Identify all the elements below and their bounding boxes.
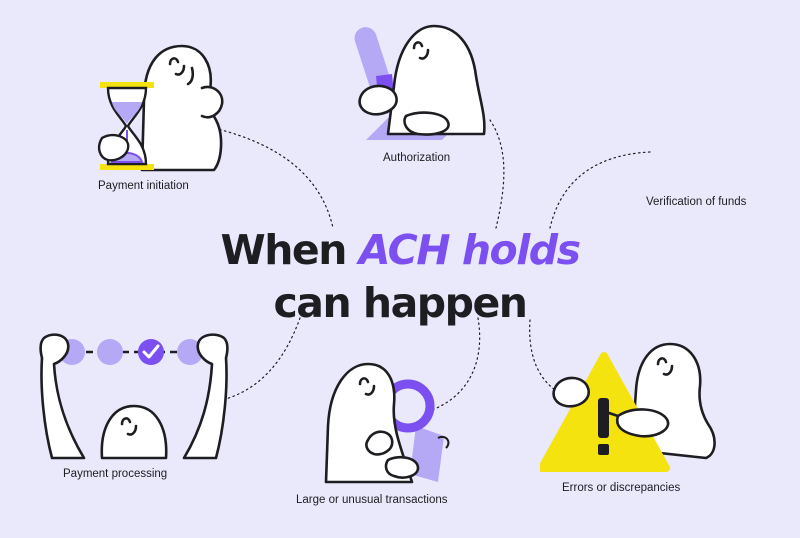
headline-line-1: When ACH holds: [0, 226, 800, 274]
label-payment-initiation: Payment initiation: [98, 180, 189, 192]
headline-accent: ACH holds: [358, 226, 581, 274]
signing-illustration: [354, 24, 486, 140]
connector-errors: [529, 319, 556, 391]
headline-line-2: can happen: [273, 279, 528, 327]
label-authorization: Authorization: [383, 152, 451, 164]
label-payment-processing: Payment processing: [63, 468, 168, 480]
hourglass-illustration: [97, 44, 224, 172]
label-errors-discrepancies: Errors or discrepancies: [562, 482, 681, 494]
label-large-unusual-transactions: Large or unusual transactions: [296, 494, 448, 506]
connector-initiation: [204, 125, 334, 229]
connector-authorization: [489, 119, 505, 229]
warning-illustration: [540, 342, 716, 472]
connector-processing: [221, 317, 301, 401]
magnifier-illustration: [324, 362, 450, 484]
progress-steps-icon: [59, 339, 204, 365]
label-verification-of-funds: Verification of funds: [646, 196, 747, 208]
processing-illustration: [39, 333, 229, 460]
connector-verification: [549, 151, 651, 229]
headline-prefix: When: [220, 226, 359, 274]
